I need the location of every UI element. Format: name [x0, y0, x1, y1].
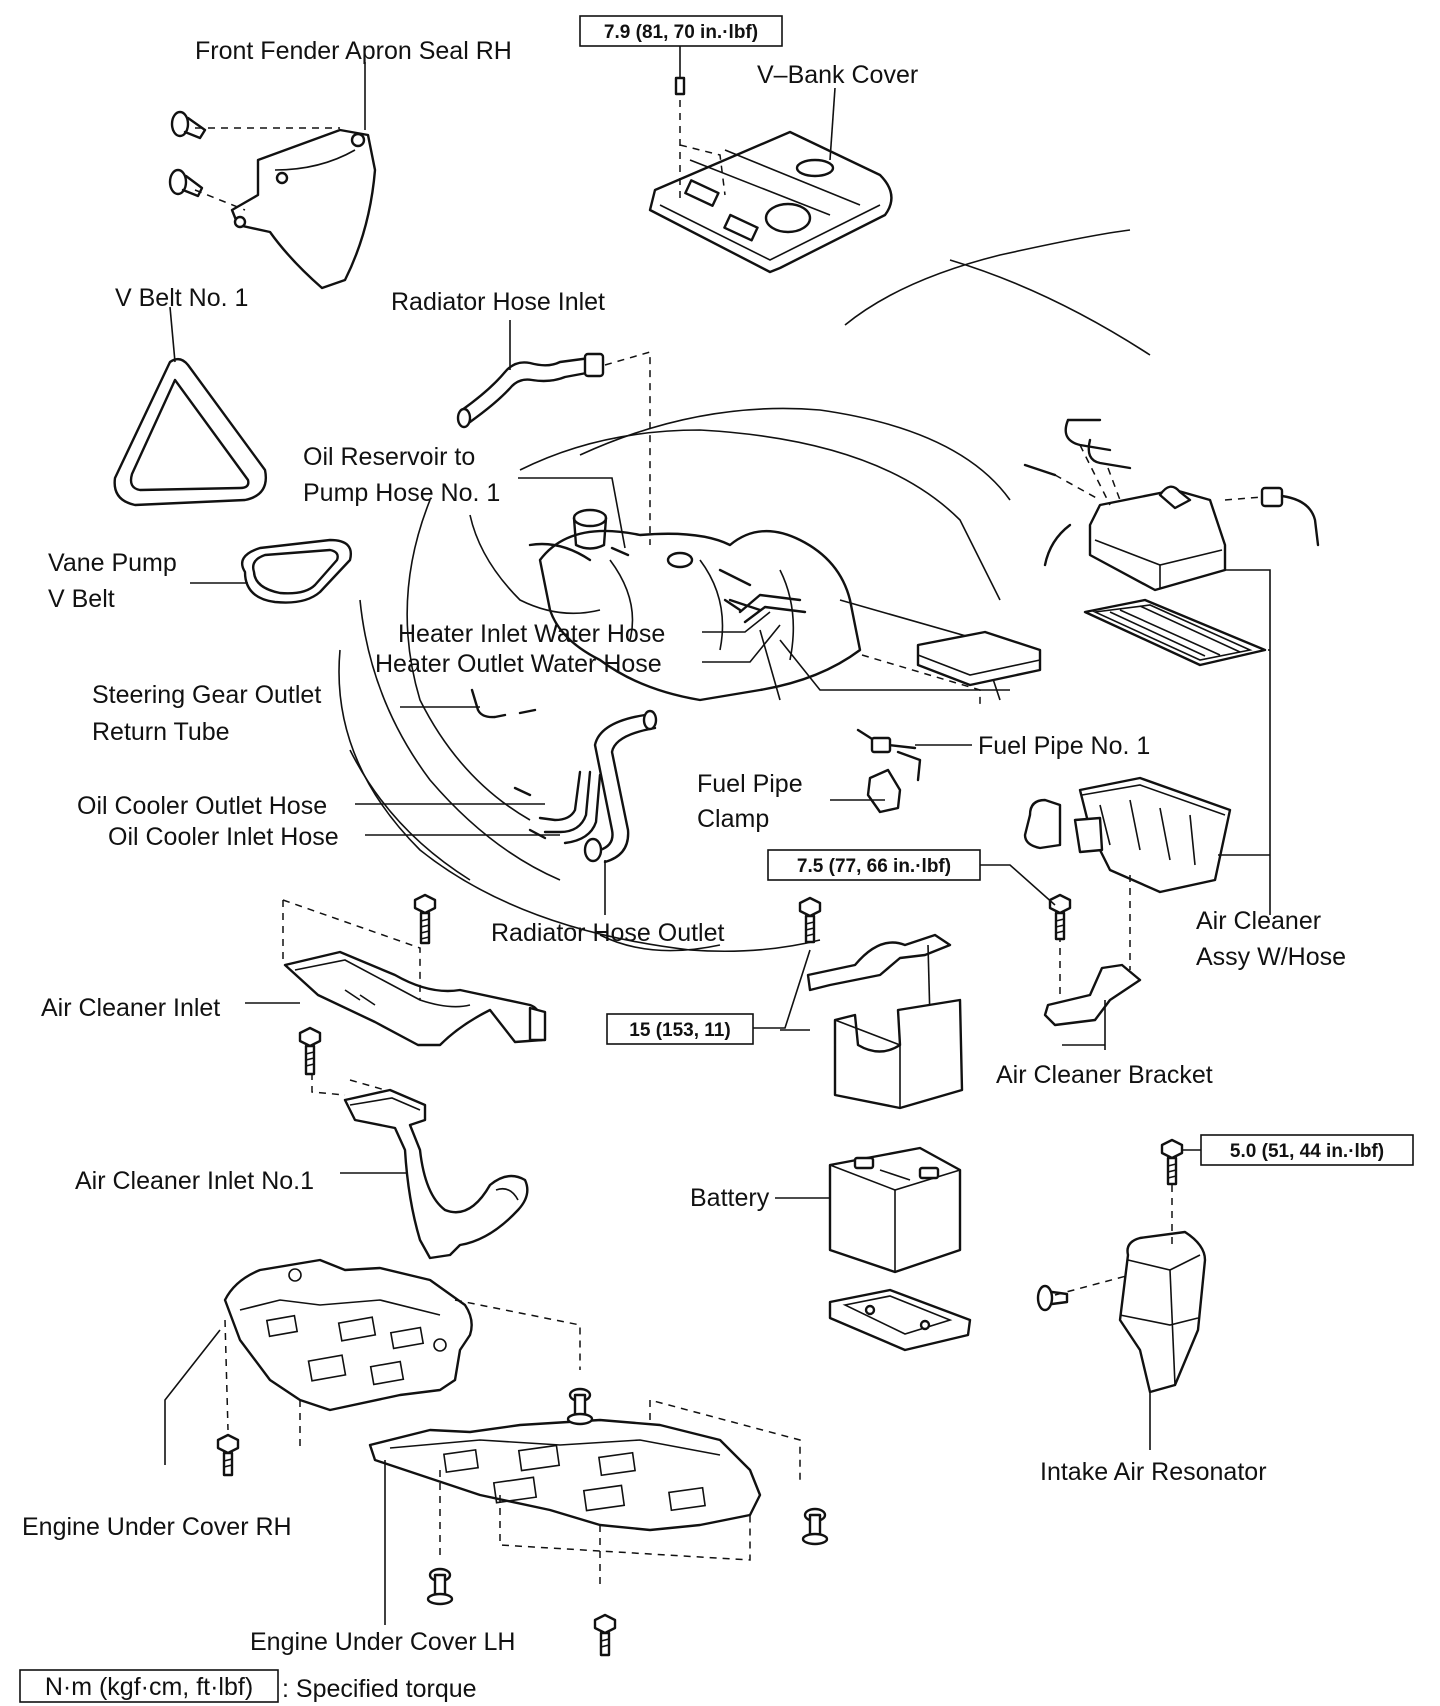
label-radiator-hose-inlet: Radiator Hose Inlet	[391, 288, 605, 316]
air-cleaner-lower-case-part	[1023, 776, 1232, 894]
label-fuel-pipe-no1: Fuel Pipe No. 1	[978, 732, 1150, 760]
label-front-fender-apron-seal: Front Fender Apron Seal RH	[195, 37, 512, 65]
label-vane-pump-line2: V Belt	[48, 585, 115, 613]
v-belt-no1-part	[113, 357, 267, 507]
label-fuel-pipe-clamp-line2: Clamp	[697, 805, 769, 833]
engine-under-cover-lh-part	[368, 1399, 801, 1625]
torque-box-resonator: 5.0 (51, 44 in.·lbf)	[1182, 1134, 1414, 1166]
bolt-icon	[593, 1613, 617, 1657]
clip-icon	[426, 1567, 454, 1606]
label-oil-cooler-outlet: Oil Cooler Outlet Hose	[77, 792, 327, 820]
label-heater-outlet: Heater Outlet Water Hose	[375, 650, 662, 678]
label-oil-cooler-inlet: Oil Cooler Inlet Hose	[108, 823, 339, 851]
air-cleaner-upper-case-part	[1023, 418, 1320, 592]
fuel-pipe-clamp-part	[830, 768, 902, 814]
label-engine-under-cover-rh: Engine Under Cover RH	[22, 1513, 292, 1541]
v-bank-cover-part	[648, 76, 893, 274]
torque-v-bank: 7.9 (81, 70 in.·lbf)	[604, 22, 758, 43]
label-steering-gear-line1: Steering Gear Outlet	[92, 681, 321, 709]
label-air-cleaner-assy-line2: Assy W/Hose	[1196, 943, 1346, 971]
engine-bay-outline	[338, 229, 1151, 953]
label-air-cleaner-assy-line1: Air Cleaner	[1196, 907, 1321, 935]
clip-icon	[566, 1387, 594, 1426]
label-leader-lines	[169, 62, 1105, 1199]
front-fender-apron-seal-part	[168, 110, 377, 290]
label-air-cleaner-inlet-no1: Air Cleaner Inlet No.1	[75, 1167, 314, 1195]
relay-box-part	[861, 630, 1042, 705]
label-air-cleaner-inlet: Air Cleaner Inlet	[41, 994, 220, 1022]
bolt-icon	[798, 896, 822, 944]
torque-resonator: 5.0 (51, 44 in.·lbf)	[1230, 1141, 1384, 1162]
bolt-icon	[1048, 893, 1072, 941]
engine-under-cover-rh-part	[164, 1258, 581, 1465]
label-battery: Battery	[690, 1184, 770, 1212]
bolt-icons	[216, 893, 1184, 1657]
label-v-belt-no1: V Belt No. 1	[115, 284, 248, 312]
oil-cooler-hoses-part	[355, 770, 602, 845]
clip-icon	[168, 110, 207, 198]
battery-part	[828, 1146, 962, 1274]
torque-box-v-bank: 7.9 (81, 70 in.·lbf)	[579, 15, 783, 78]
radiator-hose-inlet-part	[456, 351, 651, 545]
torque-bracket: 7.5 (77, 66 in.·lbf)	[797, 856, 951, 877]
label-oil-reservoir-line1: Oil Reservoir to	[303, 443, 475, 471]
torque-battery-clamp: 15 (153, 11)	[629, 1020, 730, 1041]
label-air-cleaner-bracket: Air Cleaner Bracket	[996, 1061, 1213, 1089]
bolt-icon	[1160, 1138, 1184, 1186]
steering-gear-return-tube-part	[400, 688, 537, 719]
label-oil-reservoir-line2: Pump Hose No. 1	[303, 479, 500, 507]
battery-tray-part	[828, 1288, 972, 1352]
label-v-bank-cover: V–Bank Cover	[757, 61, 918, 89]
legend-text: : Specified torque	[282, 1675, 477, 1703]
clip-icon	[801, 1507, 829, 1546]
torque-box-battery-clamp: 15 (153, 11)	[606, 949, 811, 1045]
bolt-icon	[216, 1433, 240, 1477]
label-steering-gear-line2: Return Tube	[92, 718, 230, 746]
label-radiator-hose-outlet: Radiator Hose Outlet	[491, 919, 725, 947]
bolt-icon	[298, 1026, 322, 1076]
vane-pump-v-belt-part	[240, 538, 352, 604]
air-cleaner-element-part	[1083, 598, 1267, 667]
label-vane-pump-line1: Vane Pump	[48, 549, 177, 577]
label-heater-inlet: Heater Inlet Water Hose	[398, 620, 665, 648]
label-engine-under-cover-lh: Engine Under Cover LH	[250, 1628, 515, 1656]
air-cleaner-bracket-part	[1043, 875, 1142, 1050]
torque-legend: N·m (kgf·cm, ft·lbf) : Specified torque	[19, 1669, 477, 1703]
fuel-pipe-part	[856, 728, 972, 782]
oil-reservoir-hose-part	[518, 477, 630, 557]
engine-block-sketch	[528, 508, 862, 702]
air-cleaner-inlet-part	[245, 899, 547, 1047]
air-cleaner-assy-leader	[1218, 569, 1271, 915]
intake-air-resonator-part	[1054, 1185, 1207, 1450]
battery-cover-part	[833, 998, 964, 1110]
label-fuel-pipe-clamp-line1: Fuel Pipe	[697, 770, 803, 798]
radiator-hose-outlet-part	[583, 709, 658, 915]
clip-icon	[1036, 1284, 1069, 1312]
legend-unit: N·m (kgf·cm, ft·lbf)	[45, 1673, 253, 1701]
label-intake-air-resonator: Intake Air Resonator	[1040, 1458, 1267, 1486]
bolt-icon	[413, 893, 437, 945]
torque-box-bracket: 7.5 (77, 66 in.·lbf)	[767, 849, 1056, 906]
part-labels: Front Fender Apron Seal RH V–Bank Cover …	[22, 37, 1346, 1656]
air-cleaner-inlet-no1-part	[311, 1060, 529, 1260]
heater-hoses-part	[702, 593, 807, 663]
